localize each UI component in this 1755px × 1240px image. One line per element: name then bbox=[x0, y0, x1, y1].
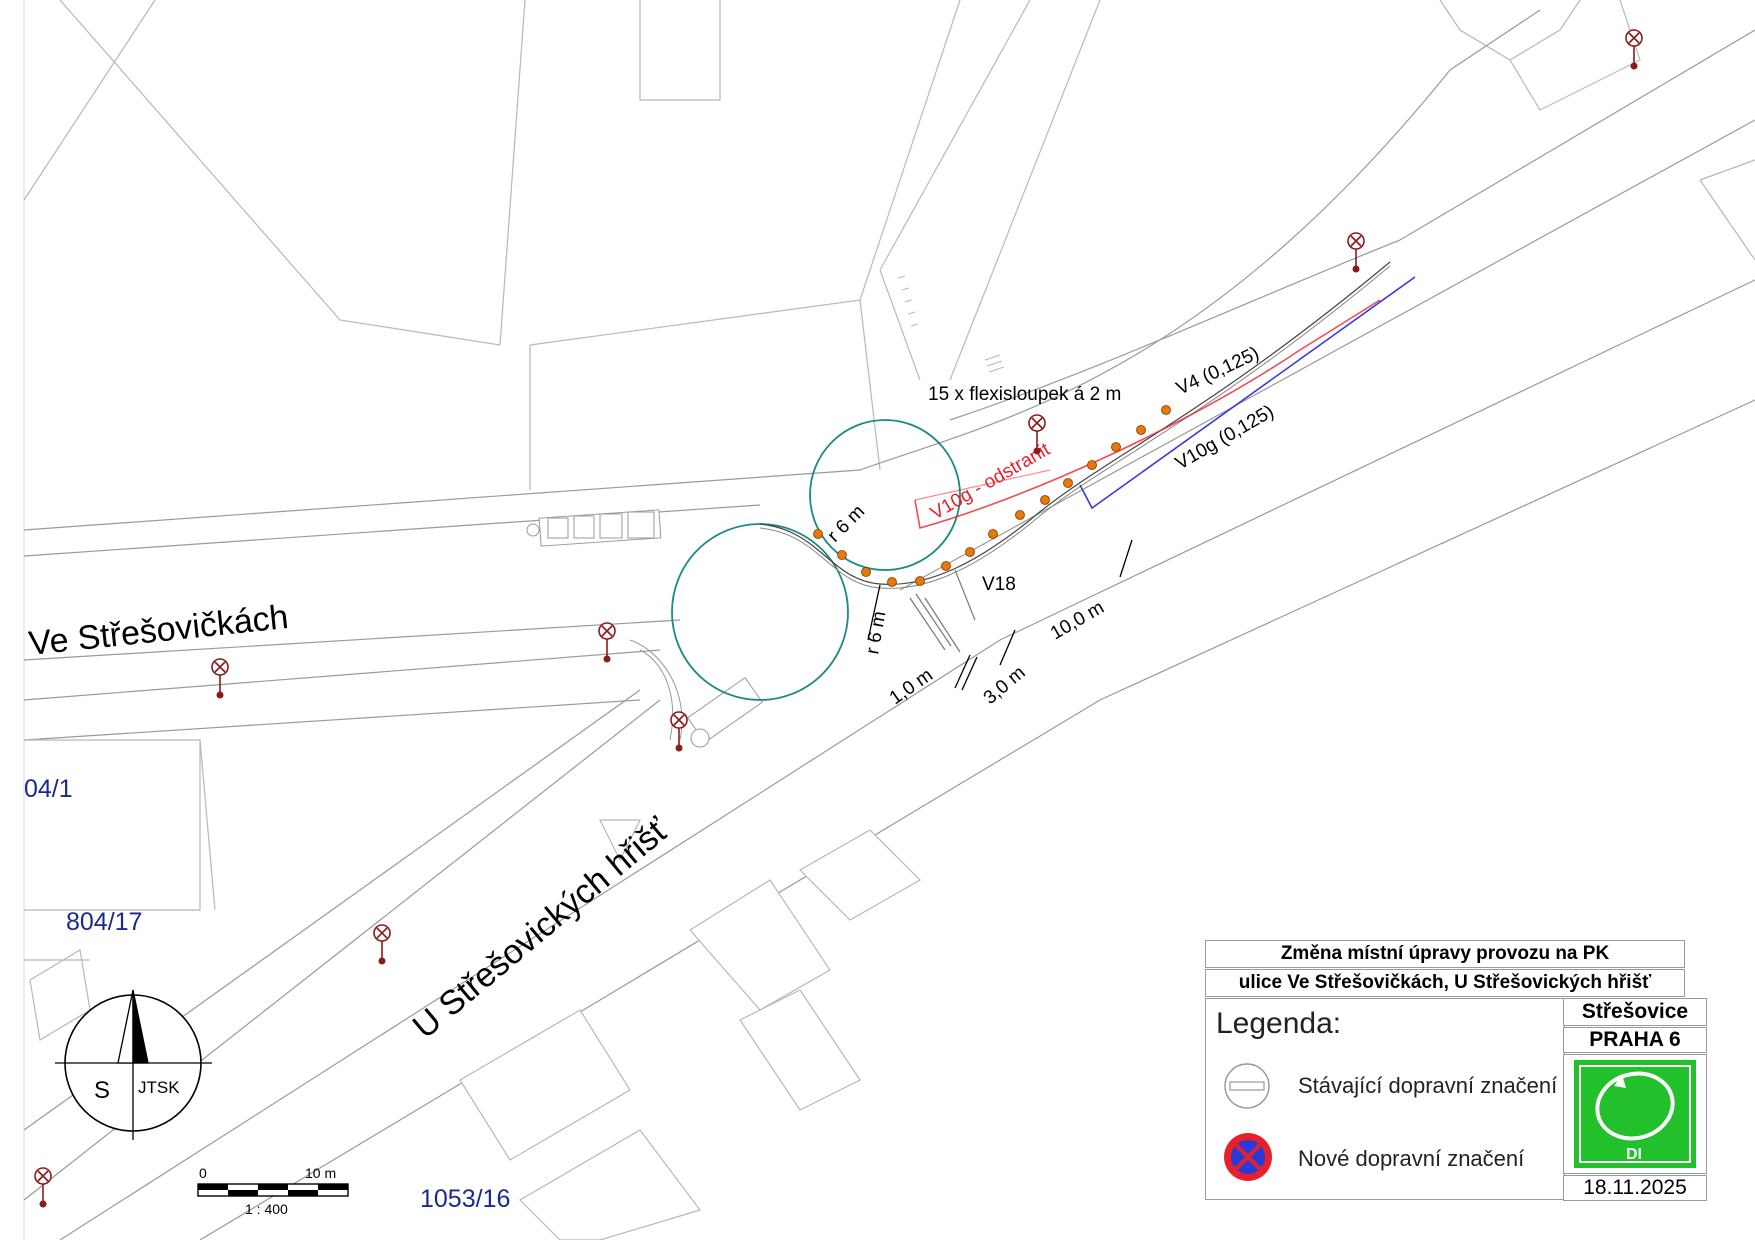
turning-circle-lower bbox=[671, 523, 849, 701]
turning-circle-upper bbox=[809, 419, 961, 571]
marking-v10g-remove-line bbox=[914, 299, 1381, 530]
street-label-u-stresovickych-hrist: U Střešovických hřišť bbox=[406, 810, 677, 1046]
parcel-number-1053-16: 1053/16 bbox=[420, 1185, 510, 1213]
flexi-post bbox=[988, 529, 998, 539]
north-arrow-label-jtsk: JTSK bbox=[138, 1078, 180, 1097]
flexi-post bbox=[1136, 425, 1146, 435]
stairs bbox=[897, 275, 1005, 373]
traffic-signs-existing bbox=[34, 29, 1643, 1208]
logo-text: DI bbox=[1626, 1146, 1642, 1163]
flexi-post bbox=[1015, 510, 1025, 520]
annotation-radius-lower: r 6 m bbox=[862, 610, 890, 656]
buildings-south bbox=[24, 739, 921, 1240]
dimension-label-10m: 10,0 m bbox=[1047, 597, 1108, 644]
flexi-post bbox=[941, 561, 951, 571]
logo-panel: DI bbox=[1563, 1054, 1707, 1174]
flexi-post bbox=[915, 576, 925, 586]
flexi-post bbox=[837, 550, 847, 560]
title-block: Změna místní úpravy provozu na PK ulice … bbox=[1205, 940, 1710, 1202]
annotation-v18: V18 bbox=[982, 574, 1016, 595]
scale-bar-end: 10 m bbox=[305, 1165, 336, 1181]
district-label: Střešovice bbox=[1563, 998, 1707, 1026]
dimension-lines bbox=[867, 539, 1133, 691]
parcel-number-804-17: 804/17 bbox=[66, 908, 142, 936]
scale-bar-ratio: 1 : 400 bbox=[245, 1201, 288, 1217]
sign-icon bbox=[670, 711, 688, 752]
sign-icon bbox=[1028, 414, 1046, 455]
annotation-radius-upper: r 6 m bbox=[824, 501, 869, 546]
flexi-post bbox=[1063, 478, 1073, 488]
flexi-post bbox=[813, 529, 823, 539]
scale-bar-start: 0 bbox=[199, 1165, 207, 1181]
north-arrow-label-s: S bbox=[94, 1077, 110, 1104]
sign-icon bbox=[211, 658, 229, 699]
flexi-post bbox=[1040, 495, 1050, 505]
north-arrow: S JTSK bbox=[55, 989, 212, 1140]
title-block-title: Změna místní úpravy provozu na PK bbox=[1205, 940, 1685, 968]
flexi-post bbox=[1087, 460, 1097, 470]
sign-icon bbox=[373, 924, 391, 965]
legend-title: Legenda: bbox=[1216, 1007, 1342, 1040]
di-logo-icon: DI bbox=[1574, 1060, 1696, 1168]
parking-signs-cluster-2 bbox=[629, 639, 763, 748]
sign-icon bbox=[598, 622, 616, 663]
parcel-number-804-1: 04/1 bbox=[24, 775, 73, 803]
new-curb-line bbox=[759, 261, 1391, 585]
flexi-post bbox=[1111, 442, 1121, 452]
legend-existing-label: Stávající dopravní značení bbox=[1298, 1073, 1558, 1098]
marking-v18-stripes bbox=[909, 569, 976, 653]
sign-icon bbox=[1625, 29, 1643, 70]
legend-new-label: Nové dopravní značení bbox=[1298, 1146, 1525, 1171]
street-label-ve-stresovickach: Ve Střešovičkách bbox=[27, 598, 290, 663]
legend-new-sign-icon bbox=[1224, 1133, 1272, 1181]
scale-bar: 0 10 m 1 : 400 bbox=[197, 1165, 349, 1217]
annotation-flexisloupek: 15 x flexisloupek á 2 m bbox=[928, 384, 1121, 405]
flexi-post bbox=[887, 577, 897, 587]
legend-existing-sign-icon bbox=[1224, 1063, 1270, 1109]
flexi-post bbox=[965, 547, 975, 557]
city-label: PRAHA 6 bbox=[1563, 1027, 1707, 1053]
flexi-post bbox=[861, 567, 871, 577]
dimension-label-1m: 1,0 m bbox=[886, 665, 937, 709]
flexi-post bbox=[1161, 405, 1171, 415]
sign-icon bbox=[1347, 232, 1365, 273]
date-label: 18.11.2025 bbox=[1563, 1175, 1707, 1201]
parcel-outlines bbox=[23, 0, 1755, 490]
parking-signs-cluster bbox=[526, 509, 662, 547]
marking-v10g-line bbox=[1079, 276, 1416, 510]
dimension-label-3m: 3,0 m bbox=[980, 662, 1030, 709]
flexi-posts bbox=[813, 405, 1171, 587]
title-block-subtitle: ulice Ve Střešovičkách, U Střešovických … bbox=[1205, 969, 1685, 997]
sign-icon bbox=[34, 1167, 52, 1208]
legend-panel: Legenda: Stávající dopravní značení Nové… bbox=[1205, 998, 1565, 1200]
